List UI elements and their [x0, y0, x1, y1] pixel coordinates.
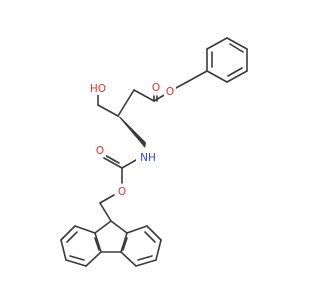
bond — [155, 239, 162, 261]
bond — [97, 104, 119, 117]
bond — [65, 259, 87, 267]
bond — [117, 89, 135, 117]
structure-drawing: O O HO NH O O — [60, 37, 248, 267]
ester-oxygen-label: O — [166, 86, 174, 98]
bond — [99, 194, 115, 204]
bond — [133, 89, 155, 102]
bond — [186, 70, 208, 83]
bond — [226, 70, 248, 83]
bond — [126, 225, 148, 234]
hydroxyl-group: HO — [86, 81, 110, 95]
bond — [146, 225, 162, 241]
bond — [60, 225, 76, 241]
carbamate-carbonyl-oxygen: O — [94, 143, 106, 157]
bond — [173, 81, 188, 90]
bond — [226, 37, 248, 50]
bond — [99, 202, 112, 222]
bond — [135, 259, 157, 267]
amine-group: NH — [136, 150, 160, 164]
bond — [137, 255, 153, 261]
bond — [94, 237, 100, 251]
bond — [110, 220, 128, 234]
bond — [120, 232, 128, 253]
bond — [122, 237, 128, 251]
bond — [60, 239, 67, 261]
bond — [94, 220, 112, 234]
bond — [85, 251, 102, 267]
stereo-bond — [118, 116, 146, 148]
hydroxyl-label: HO — [90, 83, 106, 95]
carbonyl-oxygen-label: O — [152, 82, 160, 94]
ester-oxygen: O — [164, 84, 176, 98]
bond — [120, 251, 137, 267]
carbamate-ester-oxygen-label: O — [118, 186, 126, 198]
bond — [66, 231, 78, 243]
bond — [227, 67, 243, 77]
amine-label: NH — [140, 152, 156, 164]
atom-label-layer: O O HO NH O O — [86, 80, 176, 198]
bond — [103, 157, 123, 169]
bond — [121, 159, 137, 169]
carbamate-ester-oxygen: O — [116, 184, 128, 198]
bond — [94, 232, 102, 253]
bond — [206, 37, 228, 50]
bond — [69, 255, 85, 261]
hashed-wedge — [118, 116, 146, 148]
structure-canvas: O O HO NH O O — [60, 37, 248, 267]
carbamate-carbonyl-oxygen-label: O — [96, 145, 104, 157]
bond — [144, 231, 156, 243]
bond — [206, 70, 228, 83]
bond — [74, 225, 96, 234]
carbonyl-oxygen: O — [150, 80, 162, 94]
bond — [229, 43, 244, 53]
